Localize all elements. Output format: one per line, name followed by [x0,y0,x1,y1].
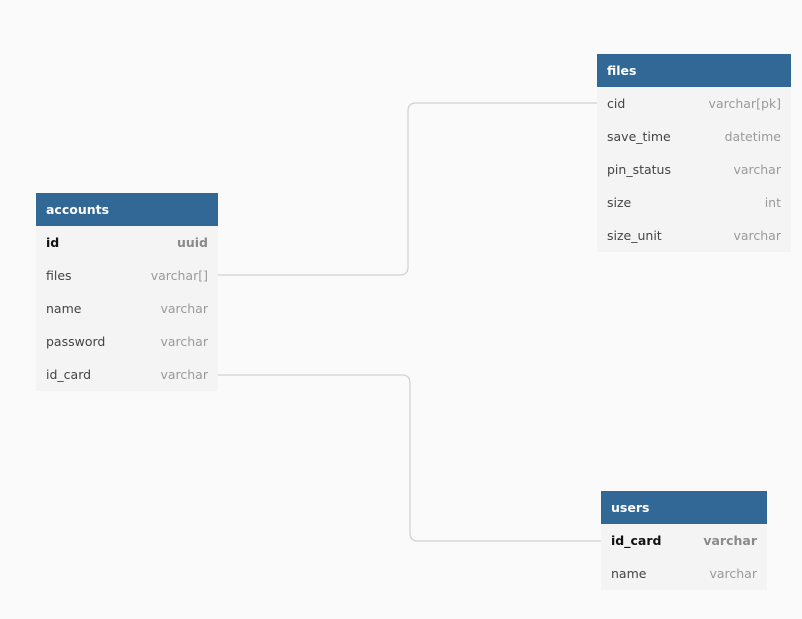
column-row-accounts-name[interactable]: name varchar [36,292,218,325]
column-type: uuid [176,235,208,250]
column-name: id [46,235,60,250]
table-header-files[interactable]: files [597,54,791,87]
table-header-accounts[interactable]: accounts [36,193,218,226]
column-row-files-pin-status[interactable]: pin_status varchar [597,153,791,186]
column-type: int [764,195,781,210]
column-type: varchar [703,533,757,548]
column-row-files-size-unit[interactable]: size_unit varchar [597,219,791,252]
column-name: cid [607,96,626,111]
column-name: name [46,301,82,316]
column-row-accounts-files[interactable]: files varchar[] [36,259,218,292]
column-row-accounts-id-card[interactable]: id_card varchar [36,358,218,391]
column-name: files [46,268,72,283]
column-name: password [46,334,106,349]
column-row-files-save-time[interactable]: save_time datetime [597,120,791,153]
column-name: size_unit [607,228,662,243]
column-name: save_time [607,129,671,144]
column-row-files-cid[interactable]: cid varchar[pk] [597,87,791,120]
column-type: varchar[pk] [708,96,781,111]
column-row-files-size[interactable]: size int [597,186,791,219]
column-type: varchar [160,334,208,349]
column-name: size [607,195,632,210]
column-type: varchar[] [150,268,208,283]
column-name: id_card [611,533,662,548]
column-row-users-name[interactable]: name varchar [601,557,767,590]
column-type: varchar [160,367,208,382]
column-name: id_card [46,367,92,382]
table-accounts[interactable]: accounts id uuid files varchar[] name va… [36,193,218,391]
column-type: varchar [160,301,208,316]
relation-accounts-id-card-to-users-id-card[interactable] [218,374,601,542]
column-row-users-id-card[interactable]: id_card varchar [601,524,767,557]
table-files[interactable]: files cid varchar[pk] save_time datetime… [597,54,791,252]
column-type: varchar [733,162,781,177]
relation-accounts-files-to-files-cid[interactable] [218,102,597,276]
table-users[interactable]: users id_card varchar name varchar [601,491,767,590]
column-row-accounts-password[interactable]: password varchar [36,325,218,358]
column-name: pin_status [607,162,671,177]
column-type: varchar [709,566,757,581]
column-type: datetime [724,129,781,144]
column-row-accounts-id[interactable]: id uuid [36,226,218,259]
column-name: name [611,566,647,581]
column-type: varchar [733,228,781,243]
table-header-users[interactable]: users [601,491,767,524]
